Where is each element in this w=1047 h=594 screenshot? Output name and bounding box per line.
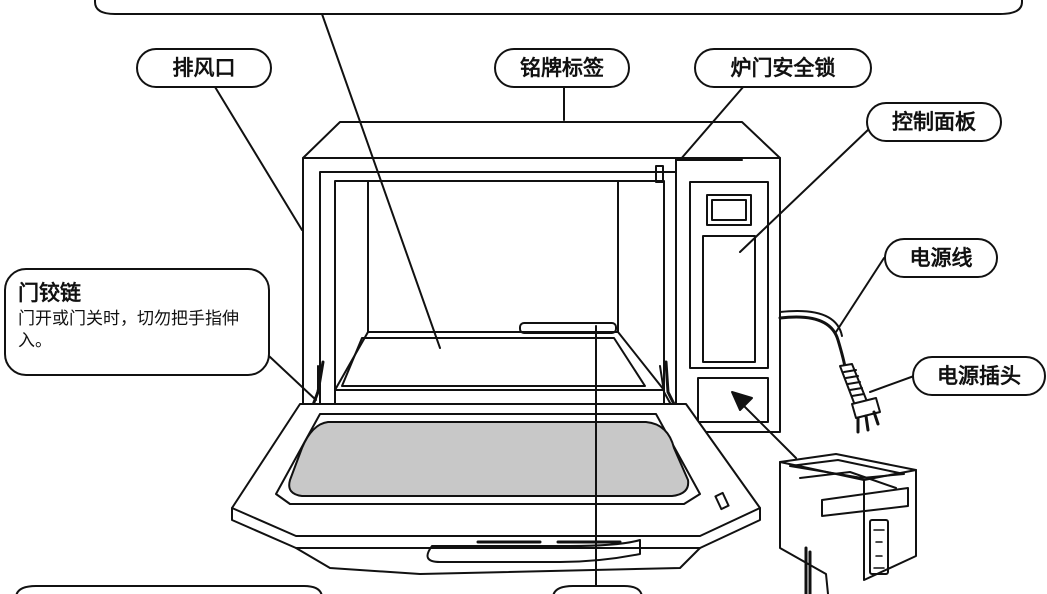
floor-inner [341, 337, 646, 387]
water-tank-lid-detail [789, 459, 905, 489]
door-window-frame [275, 413, 701, 505]
arrowhead-water-tank [731, 391, 753, 411]
label-power-cord: 电源线 [884, 238, 998, 278]
hinge-callout: 门铰链 门开或门关时，切勿把手指伸入。 [4, 268, 270, 376]
door-glass [288, 421, 690, 497]
hinge-callout-text: 门开或门关时，切勿把手指伸入。 [18, 309, 239, 351]
door-latch [714, 491, 730, 511]
plug-pins [856, 410, 880, 434]
leader-power-cord [835, 257, 885, 333]
cavity-back-wall [367, 180, 619, 333]
leader-power-plug [869, 375, 915, 393]
control-panel-frame [689, 181, 769, 369]
top-callout-bubble [94, 0, 1023, 15]
door-bevel [231, 507, 761, 537]
leader-top-callout [321, 13, 441, 349]
water-tank-slot [697, 377, 769, 423]
control-panel-keypad [702, 235, 756, 363]
leader-exhaust-vent [211, 81, 303, 231]
bottom-left-callout-bubble [15, 585, 323, 594]
water-tank-gauge [869, 519, 889, 575]
bottom-center-callout-bubble [552, 585, 643, 594]
label-power-plug: 电源插头 [912, 356, 1046, 396]
label-nameplate: 铭牌标签 [494, 48, 630, 88]
door-base [295, 547, 701, 575]
water-tank-body [779, 461, 917, 594]
power-cord-inner [779, 310, 843, 337]
plug-grip [843, 369, 865, 397]
power-cord [778, 315, 848, 374]
oven-cabinet [302, 157, 781, 421]
hinge-callout-title: 门铰链 [18, 281, 81, 305]
cavity-frame [334, 180, 665, 405]
water-tank-stand [804, 546, 812, 594]
door-handle [426, 539, 641, 563]
door-lock-slot [655, 165, 664, 183]
water-tank-gauge-marks [873, 529, 885, 569]
waveguide-cover [519, 322, 617, 334]
water-tank-inner [821, 487, 909, 517]
control-panel-housing [675, 157, 781, 433]
label-door-safety-lock: 炉门安全锁 [694, 48, 872, 88]
label-exhaust-vent: 排风口 [136, 48, 272, 88]
leader-control-panel [739, 127, 871, 253]
oven-top [302, 121, 781, 159]
leader-door-safety-lock [679, 85, 745, 161]
control-panel-display-inner [711, 199, 747, 221]
control-panel-display [706, 194, 752, 226]
label-control-panel: 控制面板 [866, 102, 1002, 142]
